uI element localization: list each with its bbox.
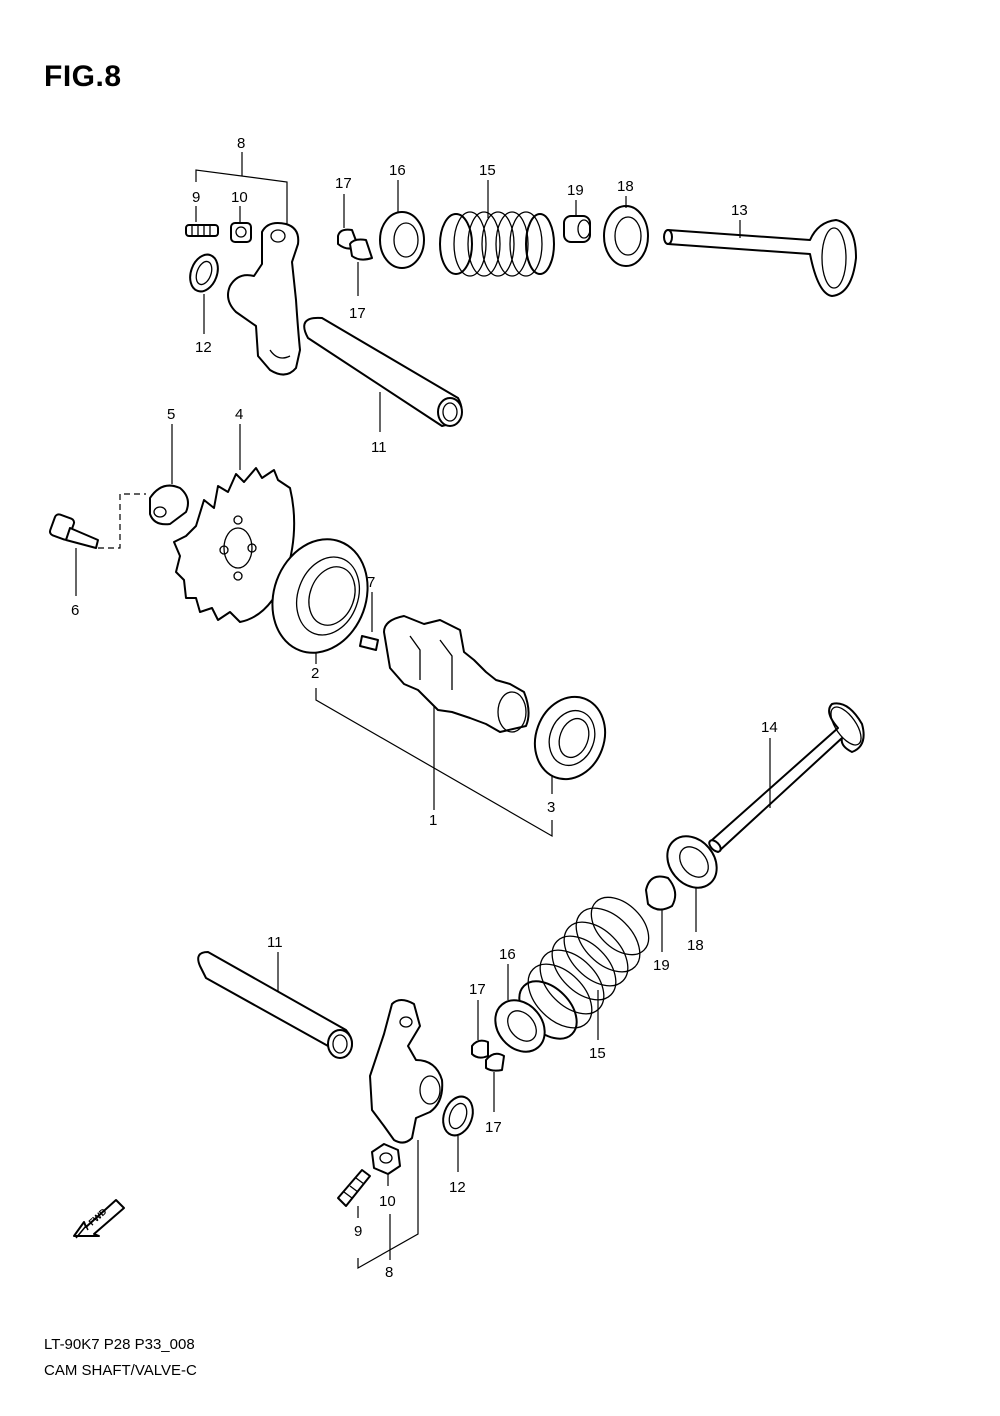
valve-cotter-bottom-a <box>471 1039 489 1059</box>
callout-17-bot-a: 17 <box>469 981 486 998</box>
valve-intake <box>708 702 865 853</box>
callout-13: 13 <box>731 202 748 219</box>
valve-stem-seal-bottom <box>645 875 677 911</box>
adjusting-screw-top <box>185 224 219 237</box>
callout-8-bot: 8 <box>385 1264 393 1281</box>
callout-11-bot: 11 <box>267 934 283 951</box>
callout-15-bot: 15 <box>589 1045 606 1062</box>
callout-2: 2 <box>311 665 319 682</box>
callout-19-bot: 19 <box>653 957 670 974</box>
washer-top <box>189 253 219 293</box>
callout-14: 14 <box>761 719 778 736</box>
callout-12-bot: 12 <box>449 1179 466 1196</box>
callout-9-top: 9 <box>192 189 200 206</box>
callout-17-bot-b: 17 <box>485 1119 502 1136</box>
rocker-arm-bottom <box>369 999 444 1144</box>
spring-retainer-bottom <box>494 999 546 1053</box>
adjusting-screw-bottom <box>337 1169 371 1207</box>
callout-10-top: 10 <box>231 189 248 206</box>
callout-7: 7 <box>367 574 375 591</box>
callout-18-top: 18 <box>617 178 634 195</box>
callout-4: 4 <box>235 406 243 423</box>
callout-19-top: 19 <box>567 182 584 199</box>
rocker-shaft-top <box>303 316 463 427</box>
callout-16-top: 16 <box>389 162 406 179</box>
valve-stem-seal-top <box>563 215 591 243</box>
diagram-caption: CAM SHAFT/VALVE-C <box>44 1362 197 1379</box>
lock-nut-top <box>230 222 252 243</box>
leader-group-8-bot <box>357 1140 419 1270</box>
callout-9-bot: 9 <box>354 1223 362 1240</box>
callout-8-top: 8 <box>237 135 245 152</box>
callout-3: 3 <box>547 799 555 816</box>
lock-nut-bottom <box>371 1143 401 1175</box>
valve-cotter-bottom-b <box>485 1052 505 1072</box>
spring-seat-bottom <box>666 835 718 889</box>
figure-title: FIG.8 <box>44 60 122 93</box>
camshaft-bearing-right <box>533 695 607 781</box>
callout-17-top-a: 17 <box>335 175 352 192</box>
leader-bolt-gap <box>98 493 146 549</box>
valve-spring-top <box>439 211 555 277</box>
callout-16-bot: 16 <box>499 946 516 963</box>
model-code: LT-90K7 P28 P33_008 <box>44 1336 195 1353</box>
callout-12-top: 12 <box>195 339 212 356</box>
forward-arrow-icon: FWD <box>73 1199 125 1239</box>
callout-11-top: 11 <box>371 439 387 456</box>
diagram-footer: LT-90K7 P28 P33_008 CAM SHAFT/VALVE-C <box>44 1332 197 1384</box>
valve-cotter-top-b <box>349 238 373 261</box>
callout-5: 5 <box>167 406 175 423</box>
camshaft <box>383 615 530 733</box>
callout-6: 6 <box>71 602 79 619</box>
spring-retainer-top <box>379 211 425 269</box>
camshaft-bearing-left <box>271 538 369 654</box>
rocker-shaft-bottom <box>197 951 353 1059</box>
valve-exhaust <box>663 219 857 297</box>
callout-15-top: 15 <box>479 162 496 179</box>
callout-17-top-b: 17 <box>349 305 366 322</box>
dowel-pin <box>359 635 379 651</box>
locating-plate <box>149 484 189 526</box>
washer-bottom <box>442 1095 474 1137</box>
callout-18-bot: 18 <box>687 937 704 954</box>
sprocket-bolt <box>48 513 99 549</box>
callout-10-bot: 10 <box>379 1193 396 1210</box>
spring-seat-top <box>603 205 649 267</box>
rocker-arm-top <box>227 222 301 376</box>
callout-1: 1 <box>429 812 437 829</box>
